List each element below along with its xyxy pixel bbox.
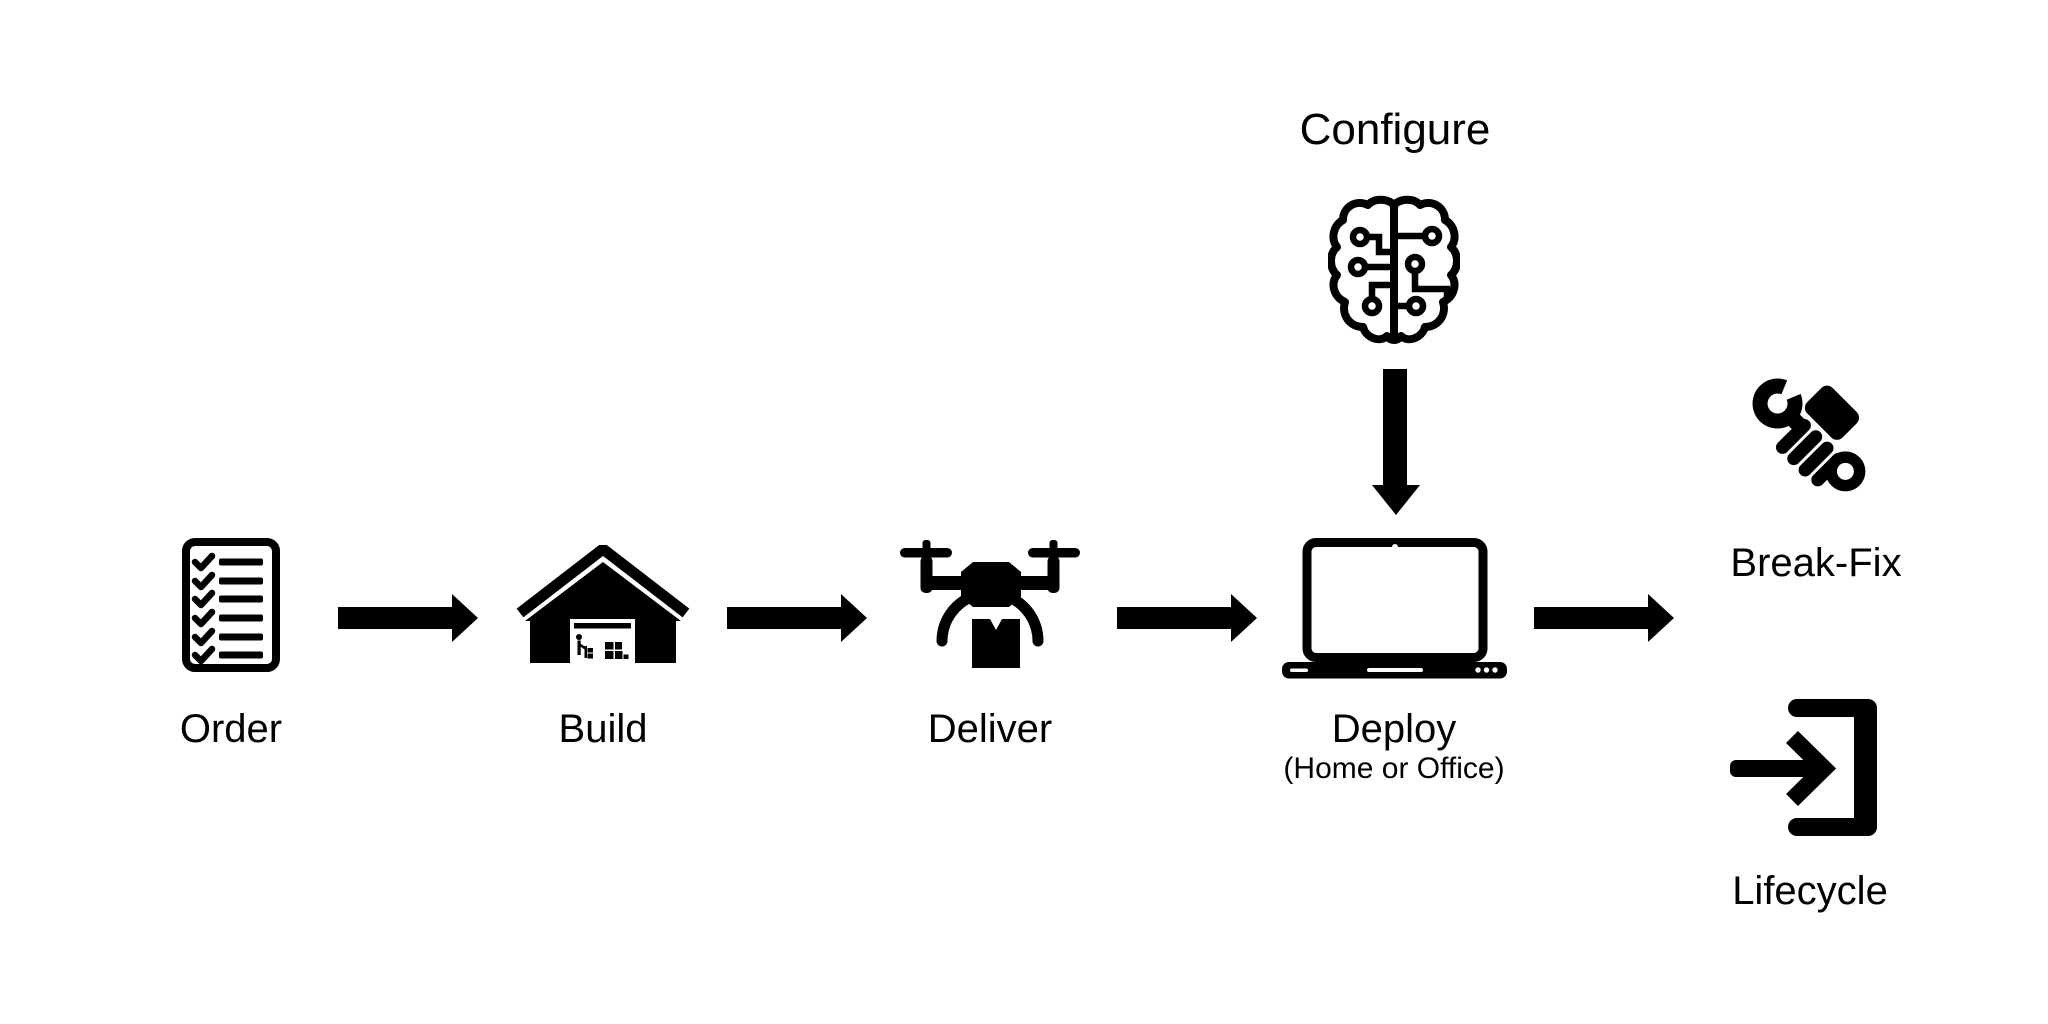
order-checklist-icon [182, 538, 280, 672]
break-fix-wrench-hand-icon [1752, 369, 1866, 492]
arrow-deploy-outcomes-icon [1534, 594, 1674, 642]
order-label: Order [179, 707, 283, 751]
arrow-order-build-icon [338, 594, 478, 642]
deploy-sublabel: (Home or Office) [1283, 752, 1505, 785]
build-warehouse-icon [516, 545, 690, 663]
arrow-build-deliver-icon [727, 594, 867, 642]
lifecycle-label: Lifecycle [1732, 869, 1888, 913]
lifecycle-exit-door-icon [1730, 699, 1877, 836]
deploy-label: Deploy [1331, 707, 1457, 751]
deploy-laptop-icon [1282, 538, 1507, 679]
deliver-label: Deliver [927, 707, 1053, 751]
break-fix-label: Break-Fix [1730, 541, 1902, 585]
arrow-configure-deploy-icon [1372, 369, 1420, 515]
deliver-drone-icon [900, 540, 1080, 668]
configure-label: Configure [1299, 105, 1491, 154]
configure-ai-brain-icon [1328, 195, 1460, 344]
arrow-deliver-deploy-icon [1117, 594, 1257, 642]
build-label: Build [558, 707, 648, 751]
